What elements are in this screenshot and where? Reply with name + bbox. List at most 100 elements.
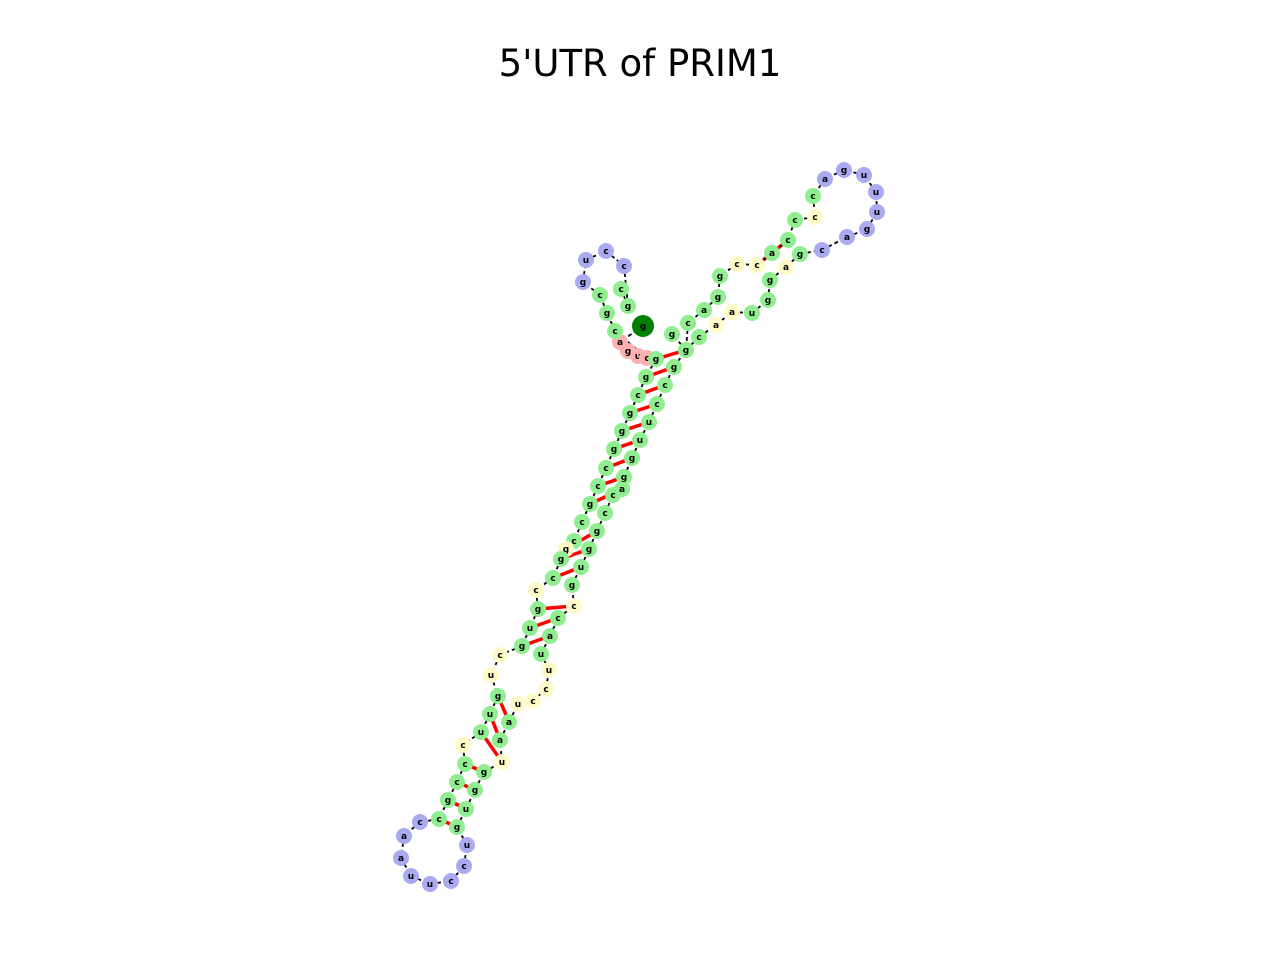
nucleotide-label: a bbox=[783, 263, 789, 273]
nucleotide-label: g bbox=[797, 250, 803, 260]
nucleotide-22: c bbox=[590, 478, 606, 494]
nucleotide-49: c bbox=[456, 858, 472, 874]
nucleotide-label: g bbox=[445, 796, 451, 806]
nucleotide-circle bbox=[624, 450, 640, 466]
nucleotide-label: g bbox=[864, 225, 870, 235]
nucleotide-circle bbox=[510, 696, 526, 712]
nucleotide-50: u bbox=[459, 837, 475, 853]
nucleotide-circle bbox=[490, 688, 506, 704]
nucleotide-label: g bbox=[683, 346, 689, 356]
nucleotide-circle bbox=[545, 570, 561, 586]
nucleotide-circle bbox=[805, 188, 821, 204]
nucleotide-label: c bbox=[571, 537, 576, 547]
nucleotide-label: u bbox=[487, 710, 493, 720]
nucleotide-6: c bbox=[607, 323, 623, 339]
nucleotide-86: g bbox=[762, 272, 778, 288]
nucleotide-78: c bbox=[657, 377, 673, 393]
nucleotide-label: u bbox=[527, 624, 533, 634]
nucleotide-45: a bbox=[393, 850, 409, 866]
nucleotide-label: g bbox=[519, 642, 525, 652]
nucleotide-28: c bbox=[545, 570, 561, 586]
nucleotide-circle bbox=[457, 756, 473, 772]
nucleotide-label: a bbox=[769, 249, 775, 259]
nucleotide-label: u bbox=[427, 880, 433, 890]
nucleotide-label: u bbox=[874, 208, 880, 218]
backbone bbox=[400, 169, 878, 885]
nucleotide-label: g bbox=[472, 786, 478, 796]
nucleotide-circle bbox=[443, 873, 459, 889]
nucleotide-circle bbox=[859, 221, 875, 237]
nucleotide-circle bbox=[760, 292, 776, 308]
nucleotide-circle bbox=[680, 315, 696, 331]
nucleotide-label: c bbox=[618, 285, 623, 295]
nucleotide-14: c bbox=[613, 281, 629, 297]
nucleotide-label: g bbox=[594, 527, 600, 537]
nucleotide-label: c bbox=[754, 261, 759, 271]
nucleotide-label: c bbox=[696, 333, 701, 343]
nucleotide-label: g bbox=[558, 555, 564, 565]
nucleotide-circle bbox=[573, 559, 589, 575]
nucleotide-label: c bbox=[550, 574, 555, 584]
nucleotide-label: c bbox=[654, 400, 659, 410]
nucleotide-97: c bbox=[805, 188, 821, 204]
nucleotide-circle bbox=[762, 272, 778, 288]
nucleotide-label: u bbox=[515, 700, 521, 710]
nucleotide-23: g bbox=[582, 496, 598, 512]
nucleotide-circle bbox=[458, 801, 474, 817]
nucleotide-circle bbox=[839, 229, 855, 245]
nucleotide-label: g bbox=[454, 823, 460, 833]
nucleotide-circle bbox=[590, 478, 606, 494]
nucleotide-label: u bbox=[478, 728, 484, 738]
nucleotide-label: c bbox=[417, 818, 422, 828]
nucleotide-label: c bbox=[734, 260, 739, 270]
nucleotide-32: g bbox=[514, 638, 530, 654]
nucleotide-circle bbox=[614, 423, 630, 439]
nucleotide-circle bbox=[412, 814, 428, 830]
nucleotide-circle bbox=[501, 714, 517, 730]
nucleotide-label: g bbox=[643, 373, 649, 383]
nucleotide-circle bbox=[664, 326, 680, 342]
nucleotide-circle bbox=[514, 638, 530, 654]
nucleotide-10: u bbox=[578, 252, 594, 268]
nucleotide-94: u bbox=[856, 167, 872, 183]
nucleotide-circle bbox=[648, 351, 664, 367]
nucleotide-circle bbox=[522, 620, 538, 636]
nucleotide-circle bbox=[630, 387, 646, 403]
nucleotide-39: c bbox=[457, 756, 473, 772]
nucleotide-74: g bbox=[624, 450, 640, 466]
nucleotide-8: c bbox=[592, 287, 608, 303]
nucleotide-circle bbox=[597, 505, 613, 521]
nucleotide-38: c bbox=[455, 737, 471, 753]
nucleotide-circle bbox=[564, 577, 580, 593]
nucleotide-58: u bbox=[510, 696, 526, 712]
nucleotide-72: a bbox=[614, 481, 630, 497]
nucleotide-label: g bbox=[563, 545, 569, 555]
nucleotide-label: u bbox=[635, 352, 641, 362]
nucleotide-101: a bbox=[764, 245, 780, 261]
nucleotide-label: c bbox=[533, 586, 538, 596]
nucleotide-label: g bbox=[625, 347, 631, 357]
nucleotide-label: c bbox=[460, 741, 465, 751]
nucleotide-label: g bbox=[495, 692, 501, 702]
nucleotide-label: g bbox=[604, 309, 610, 319]
nucleotide-85: g bbox=[760, 292, 776, 308]
nucleotide-label: a bbox=[713, 321, 719, 331]
nucleotide-106: a bbox=[696, 302, 712, 318]
nucleotide-75: u bbox=[632, 432, 648, 448]
nucleotide-27: g bbox=[553, 551, 569, 567]
nucleotide-label: c bbox=[621, 262, 626, 272]
nucleotide-circle bbox=[467, 782, 483, 798]
nucleotide-label: u bbox=[583, 256, 589, 266]
nucleotide-label: u bbox=[488, 671, 494, 681]
nucleotide-103: c bbox=[729, 256, 745, 272]
nucleotide-label: a bbox=[617, 338, 623, 348]
nucleotide-61: u bbox=[541, 662, 557, 678]
nucleotide-circle bbox=[483, 667, 499, 683]
nucleotide-15: g bbox=[648, 351, 664, 367]
nucleotide-circle bbox=[449, 774, 465, 790]
nucleotide-52: u bbox=[458, 801, 474, 817]
nucleotide-16: g bbox=[638, 369, 654, 385]
nucleotide-105: g bbox=[710, 289, 726, 305]
nucleotide-circle bbox=[482, 706, 498, 722]
